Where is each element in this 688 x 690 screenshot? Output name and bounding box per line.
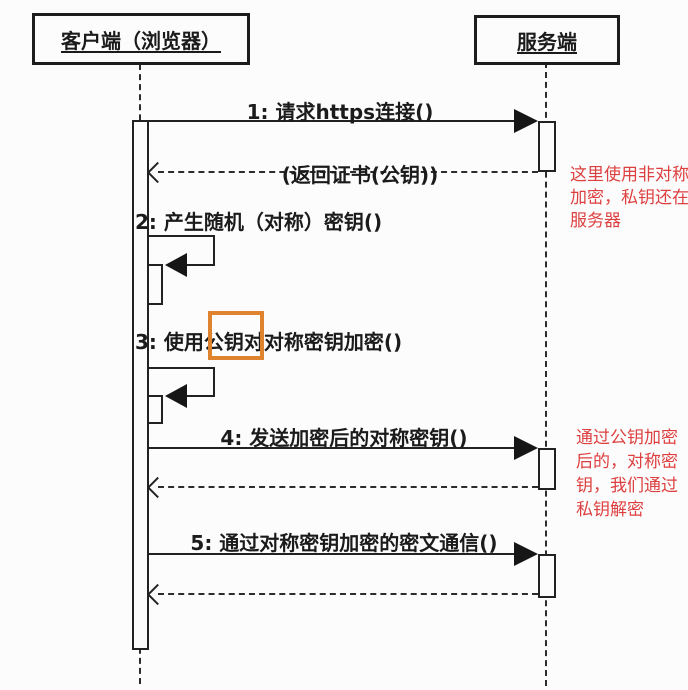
self-message-2-line-out [149,235,215,237]
message-5-label: 5: 通过对称密钥加密的密文通信() [190,531,498,555]
message-1-arrowhead-icon [514,109,538,133]
self-message-3-arrowhead-icon [165,384,187,408]
message-4-arrowhead-icon [514,436,538,460]
self-message-2-line-down [213,235,215,266]
client-nested-activation-2 [147,264,163,305]
return-3-arrowhead-icon [146,583,169,606]
self-message-2-arrowhead-icon [165,253,187,277]
message-1-label: 1: 请求https连接() [246,100,434,124]
self-message-3-line-out [149,367,215,369]
return-3-line [158,593,538,595]
message-4-label: 4: 发送加密后的对称密钥() [220,426,468,450]
self-message-3-line-down [213,367,215,397]
self-message-2-line-back [168,264,215,266]
return-1-line [158,171,538,173]
server-lifeline [545,62,547,686]
message-4-line [149,447,518,449]
annotation-private-key-decrypt-note: 通过公钥加密后的，对称密钥，我们通过私钥解密 [576,428,678,520]
annotation-asymmetric-encryption-note: 这里使用非对称加密，私钥还在服务器 [570,165,688,231]
return-1-label: (返回证书(公钥)) [281,163,439,187]
server-activation-2 [538,448,556,490]
client-activation-bar [132,120,149,650]
message-1-line [149,120,518,122]
server-activation-1 [538,121,556,172]
actor-server-box: 服务端 [474,15,620,65]
message-3-label: 3: 使用公钥对对称密钥加密() [135,330,403,354]
return-2-arrowhead-icon [146,476,169,499]
message-5-line [149,553,518,555]
actor-server-label: 服务端 [517,29,577,54]
actor-client-label: 客户端（浏览器） [61,28,221,53]
server-activation-3 [538,554,556,598]
client-nested-activation-3 [147,395,163,424]
self-message-3-line-back [168,395,215,397]
public-key-highlight-box [208,311,264,360]
message-2-label: 2: 产生随机（对称）密钥() [135,210,383,234]
actor-client-box: 客户端（浏览器） [32,13,250,65]
message-5-arrowhead-icon [514,542,538,566]
return-2-line [158,486,538,488]
return-1-arrowhead-icon [146,161,169,184]
